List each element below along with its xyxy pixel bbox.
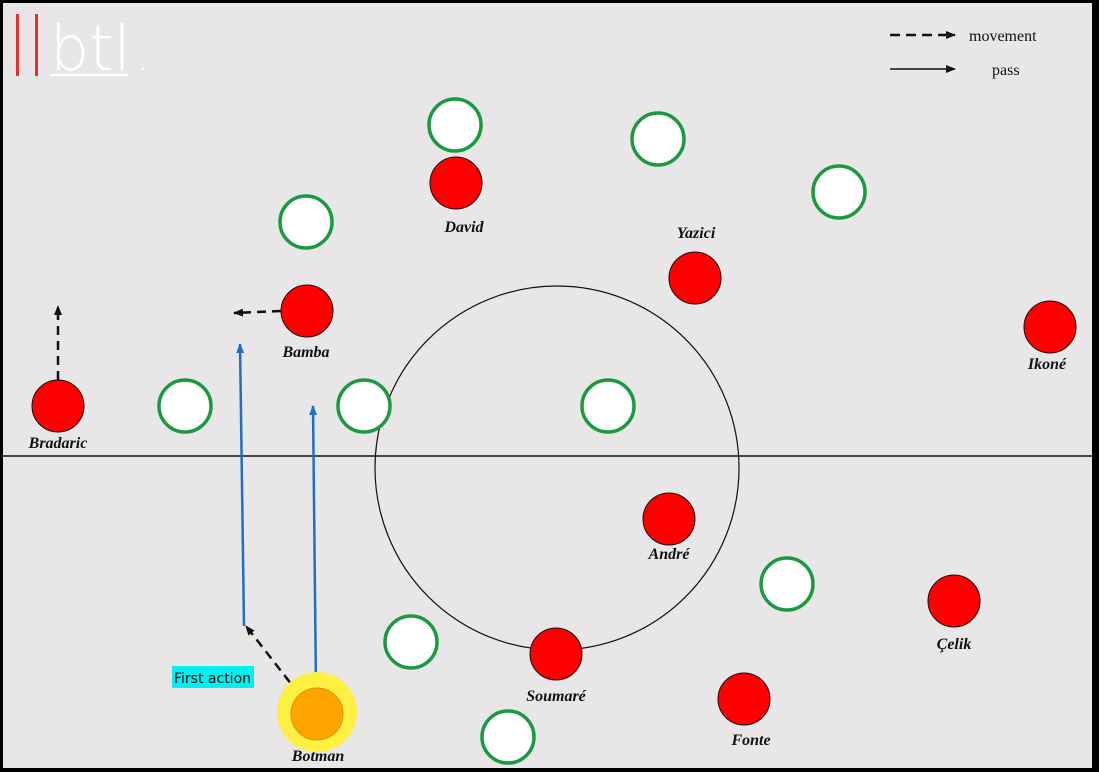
legend: movement pass	[890, 28, 1037, 79]
callout-label: First action	[174, 671, 251, 687]
opponent-marker	[759, 556, 815, 612]
player-label-celik: Çelik	[937, 636, 972, 653]
arrows	[54, 305, 318, 695]
opponents	[157, 97, 867, 765]
player-marker-david	[429, 156, 483, 210]
logo-bar	[35, 14, 38, 76]
opponent-marker	[383, 614, 439, 670]
opponent-marker	[811, 164, 867, 220]
player-marker-bamba	[280, 284, 334, 338]
player-marker-yazici	[668, 251, 722, 305]
opponent-marker	[480, 709, 536, 765]
opponent-marker	[427, 97, 483, 153]
first-action-callout: First action	[172, 666, 254, 688]
logo-dot: .	[136, 30, 150, 81]
player-label-bradaric: Bradaric	[28, 435, 88, 452]
logo-underline	[50, 74, 128, 76]
player-marker-celik	[927, 574, 981, 628]
player-label-botman: Botman	[291, 748, 345, 765]
player-label-soumare: Soumaré	[526, 688, 586, 705]
player-marker-andre	[642, 492, 696, 546]
pass-arrow-right	[309, 405, 318, 691]
opponent-marker	[630, 111, 686, 167]
legend-pass-label: pass	[992, 62, 1020, 79]
player-label-ikone: Ikoné	[1027, 356, 1067, 373]
team-players: David Yazici Bamba Ikoné Bradaric André …	[28, 156, 1077, 749]
opponent-marker	[278, 194, 334, 250]
pass-arrow-left	[236, 343, 246, 627]
logo-text: btl	[50, 12, 131, 85]
player-marker-bradaric	[31, 379, 85, 433]
opponent-marker	[580, 378, 636, 434]
player-marker-ikone	[1023, 300, 1077, 354]
callout-background	[172, 666, 254, 688]
highlighted-player: Botman	[277, 672, 357, 765]
opponent-marker	[157, 378, 213, 434]
player-marker-fonte	[717, 672, 771, 726]
player-label-fonte: Fonte	[730, 732, 770, 749]
player-marker-soumare	[529, 627, 583, 681]
player-label-yazici: Yazici	[677, 225, 716, 242]
opponent-marker	[336, 378, 392, 434]
bamba-movement-arrow	[233, 308, 282, 317]
player-label-david: David	[443, 219, 484, 236]
legend-movement-label: movement	[969, 28, 1037, 45]
brand-logo: btl .	[16, 12, 150, 85]
player-marker-botman	[290, 687, 344, 741]
logo-bar	[16, 14, 19, 76]
player-label-andre: André	[648, 546, 691, 563]
player-label-bamba: Bamba	[281, 344, 329, 361]
